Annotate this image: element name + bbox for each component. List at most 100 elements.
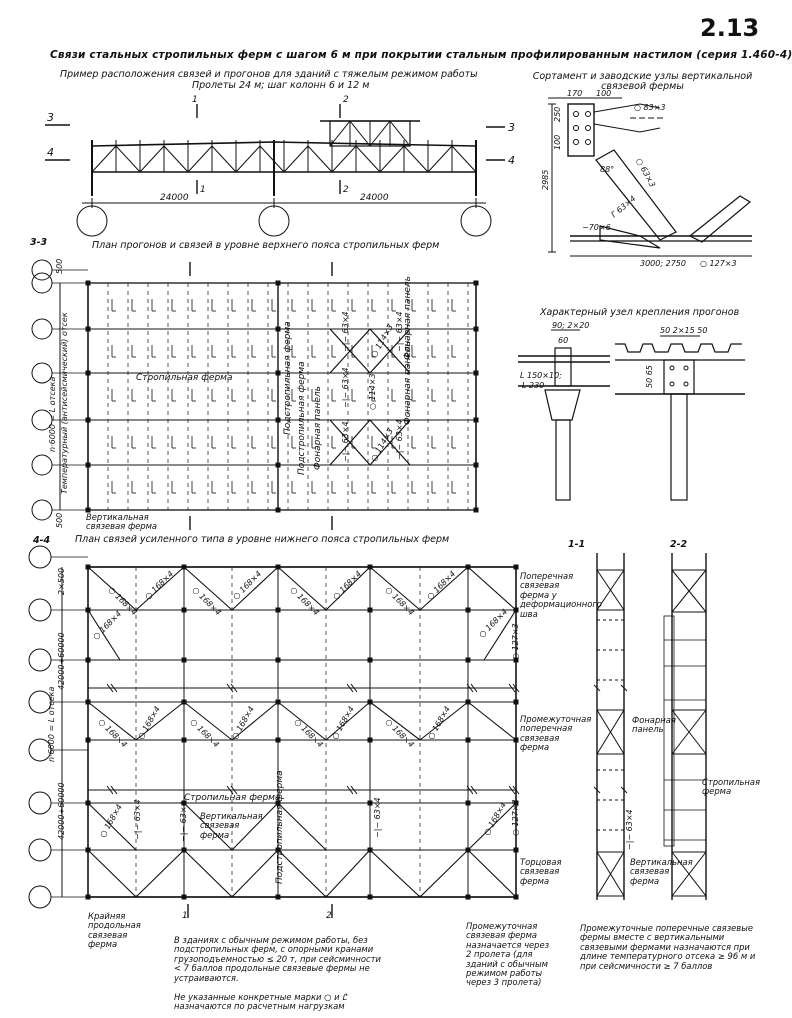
cut-mark-2-bottom: 2 [326, 911, 332, 921]
bottom-brace-mid [419, 701, 469, 741]
profile-63x4-b: −|− 63×4 [341, 367, 350, 408]
bottom-brace-mid [467, 701, 517, 741]
dim-span1: 24000 [160, 193, 189, 203]
profile-168-m: ○ 168×4 [189, 717, 221, 749]
node [367, 894, 373, 900]
axis-bubble [31, 318, 53, 340]
brace-diagonal [329, 328, 371, 374]
sheet-subtitle: Пример расположения связей и прогонов дл… [60, 69, 478, 80]
plan-top [31, 259, 479, 530]
lantern-diagonal [369, 120, 391, 147]
bottom-brace-mid [183, 701, 233, 741]
angle-230: L 230 [522, 381, 544, 390]
axis-bubble [31, 272, 53, 294]
node [473, 417, 479, 423]
cut-mark-1-top: 1 [192, 95, 198, 105]
dim-100: 100 [596, 89, 611, 98]
lantern-diagonal [389, 120, 411, 147]
node [465, 657, 471, 663]
node [473, 507, 479, 513]
break-mark [226, 785, 234, 795]
subtruss-label-top: Подстропильная ферма [283, 321, 293, 435]
bottom-brace-end [87, 849, 137, 898]
plan-bottom-title: План связей усиленного типа в уровне ниж… [75, 534, 450, 545]
break-mark [508, 785, 516, 795]
cut-mark-2-top: 2 [343, 95, 349, 105]
node [367, 737, 373, 743]
sheet-number: 2.13 [700, 14, 760, 42]
sec22-lantern [663, 615, 675, 847]
elevation-diagonal [115, 145, 141, 173]
truss-label-top: Стропильная ферма [136, 373, 233, 383]
dim-2x500: 2×500 [57, 568, 66, 595]
brace-diagonal [369, 419, 411, 466]
end-truss-label: Торцовая связевая ферма [520, 857, 562, 886]
section-1-1 [593, 553, 628, 900]
profile-63x4-c: −|− 63×4 [341, 421, 350, 462]
node [513, 847, 519, 853]
node [181, 847, 187, 853]
purlin-node [518, 329, 745, 501]
axis-bubble [28, 885, 52, 909]
bottom-brace-end [183, 849, 233, 898]
profile-63x4-d: −|− 63×4 [395, 311, 404, 352]
temp-compartment-label: Температурный (антисейсмический) отсек [60, 312, 69, 494]
lantern-diagonal [329, 120, 351, 147]
profile-127: ○ 127×3 [700, 259, 737, 268]
profile-114-a: ○ 114×3 [369, 323, 395, 359]
bottom-brace-top [467, 566, 517, 611]
profile-63x4-i: −|− 63×4 [625, 809, 634, 850]
profile-63x4-f: −|− 63×4 [133, 799, 142, 840]
section-2-2-label: 2-2 [670, 539, 688, 550]
node [181, 607, 187, 613]
sheet-title: Связи стальных стропильных ферм с шагом … [50, 49, 792, 61]
profile-63x4-g: −|− 63×4 [179, 801, 188, 842]
node [513, 607, 519, 613]
node [275, 370, 281, 376]
node [367, 607, 373, 613]
section-1-1-label: 1-1 [568, 539, 586, 550]
node [367, 657, 373, 663]
profile-168-s: ○ 168×4 [98, 803, 124, 839]
sec22-panel [671, 569, 707, 613]
section-4-4-label: 4-4 [33, 535, 51, 546]
mid-cross-label: Промежуточная поперечная связевая ферма [520, 714, 592, 753]
dim-span2: 24000 [360, 193, 389, 203]
purlin-node-title: Характерный узел крепления прогонов [540, 307, 740, 318]
side-brace [231, 802, 279, 851]
lantern-label-top: Фонарная панель [313, 386, 323, 470]
elevation-diagonal [451, 145, 477, 173]
bottom-brace-mid [325, 701, 371, 741]
sec11-diag [596, 569, 625, 611]
bottom-brace-end [325, 849, 371, 898]
dim-42000b: 42000÷60000 [57, 782, 66, 840]
sec11-diag [596, 851, 625, 897]
node [181, 800, 187, 806]
sec11-panel [596, 709, 625, 755]
node [275, 737, 281, 743]
bottom-brace-top [369, 566, 421, 611]
side-brace [87, 802, 137, 851]
node [367, 800, 373, 806]
node [473, 280, 479, 286]
elevation-diagonal [187, 145, 213, 173]
node [275, 607, 281, 613]
node [275, 507, 281, 513]
bottom-brace-top [325, 566, 371, 611]
vert-truss-label-2: Вертикальная связевая ферма [630, 857, 693, 886]
profile-168-j: ○ 168×4 [477, 607, 509, 639]
node [367, 847, 373, 853]
drawing-canvas: 24000 24000 1 2 1 2 3 4 3 4 170 100 250 … [28, 89, 752, 921]
elevation-diagonal [283, 145, 309, 173]
break-mark [346, 683, 354, 693]
elevation-view [45, 104, 505, 237]
angle-150: L 150×10; [520, 371, 562, 380]
cut-mark-3-right: 3 [508, 121, 515, 134]
node [275, 417, 281, 423]
bottom-brace-mid [87, 701, 137, 741]
brace-diagonal [369, 328, 411, 374]
bottom-brace-top [419, 566, 469, 611]
bottom-brace-mid [135, 701, 185, 741]
sec11-panel [596, 851, 625, 897]
axis-bubble [31, 454, 53, 476]
